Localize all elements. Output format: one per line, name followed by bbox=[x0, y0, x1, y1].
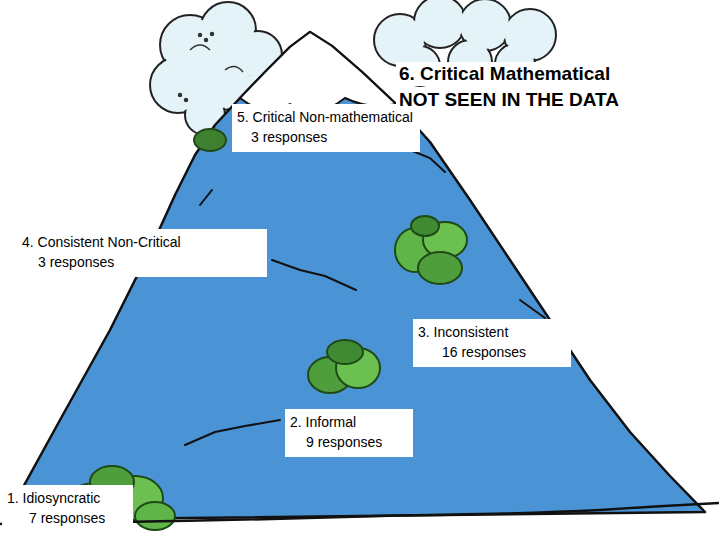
response-count: 16 responses bbox=[418, 342, 564, 362]
response-count: 7 responses bbox=[7, 508, 126, 528]
mountain bbox=[5, 32, 705, 520]
mountain-peak bbox=[240, 32, 396, 111]
bush bbox=[194, 129, 226, 151]
cloud-detail bbox=[179, 33, 244, 102]
summit-label: NOT SEEN IN THE DATA bbox=[396, 88, 622, 112]
level-box: 4. Consistent Non-Critical3 responses bbox=[17, 229, 267, 277]
level-name: 2. Informal bbox=[290, 412, 406, 432]
response-count: 3 responses bbox=[22, 252, 260, 272]
rock-crack bbox=[185, 150, 545, 445]
level-name: 5. Critical Non-mathematical bbox=[237, 107, 413, 127]
response-count: 3 responses bbox=[237, 127, 413, 147]
level-box: 3. Inconsistent16 responses bbox=[413, 319, 571, 367]
bush bbox=[308, 340, 380, 393]
level-name: 4. Consistent Non-Critical bbox=[22, 232, 260, 252]
level-box: 2. Informal9 responses bbox=[285, 409, 413, 457]
response-count: 9 responses bbox=[290, 432, 406, 452]
level-box: 5. Critical Non-mathematical3 responses bbox=[232, 104, 420, 152]
bush bbox=[395, 216, 467, 284]
level-box: 1. Idiosyncratic7 responses bbox=[2, 485, 133, 533]
level-name: 1. Idiosyncratic bbox=[7, 488, 126, 508]
level-name: 3. Inconsistent bbox=[418, 322, 564, 342]
summit-label: 6. Critical Mathematical bbox=[396, 62, 613, 86]
